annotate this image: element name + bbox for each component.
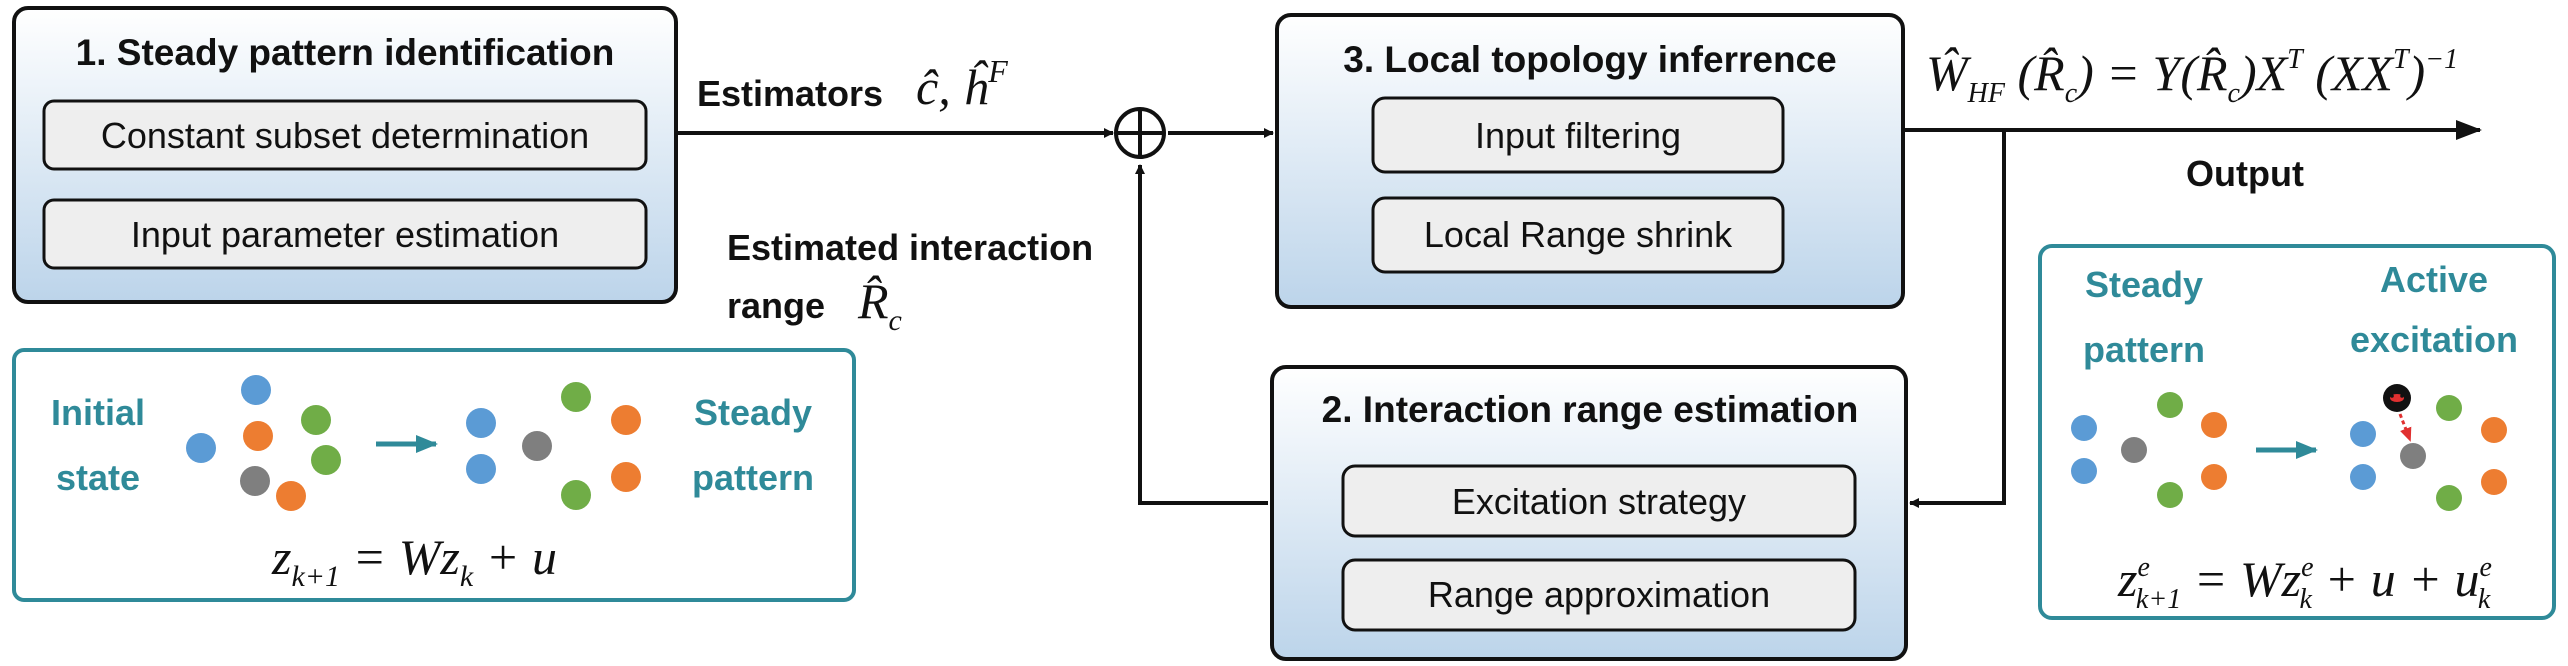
range-math: R̂c: [857, 273, 902, 337]
box2-item-excitation-strategy: Excitation strategy: [1341, 464, 1857, 538]
box1-item-input-parameter: Input parameter estimation: [42, 198, 648, 270]
steady-pattern-nodes: [2071, 392, 2227, 508]
output-label: Output: [2186, 153, 2304, 194]
estimators-math: ĉ, ĥF: [916, 53, 1008, 115]
node-icon: [2436, 395, 2462, 421]
active-excitation-nodes: [2350, 395, 2507, 511]
node-icon: [2350, 464, 2376, 490]
box2-item-label: Range approximation: [1428, 574, 1770, 615]
node-icon: [561, 480, 591, 510]
box-interaction-range-estimation: 2. Interaction range estimation Excitati…: [1270, 365, 1908, 661]
arrow-box2-to-sum: [1135, 164, 1268, 505]
node-icon: [240, 466, 270, 496]
red-bug-icon: [2383, 384, 2411, 412]
interaction-label-line2: range: [727, 285, 825, 326]
box2-item-label: Excitation strategy: [1452, 481, 1746, 522]
sum-node-icon: [1114, 107, 1166, 159]
node-icon: [2157, 482, 2183, 508]
box3-item-local-range-shrink: Local Range shrink: [1371, 196, 1785, 274]
interaction-label-line1: Estimated interaction: [727, 227, 1093, 268]
node-icon: [2121, 437, 2147, 463]
node-icon: [2071, 458, 2097, 484]
box2-title: 2. Interaction range estimation: [1322, 389, 1859, 430]
node-icon: [611, 405, 641, 435]
node-icon: [311, 445, 341, 475]
node-icon: [2400, 443, 2426, 469]
node-icon: [2157, 392, 2183, 418]
estimators-label: Estimators: [697, 73, 883, 114]
box1-item-constant-subset: Constant subset determination: [42, 99, 648, 171]
box3-item-label: Input filtering: [1475, 115, 1681, 156]
initial-label-line2: state: [56, 457, 140, 498]
node-icon: [522, 431, 552, 461]
node-icon: [466, 408, 496, 438]
node-icon: [2201, 464, 2227, 490]
steady-label-line2: pattern: [2083, 329, 2205, 370]
node-icon: [2481, 417, 2507, 443]
box3-title: 3. Local topology inferrence: [1343, 39, 1836, 80]
node-icon: [2201, 412, 2227, 438]
active-label-line1: Active: [2380, 259, 2488, 300]
steady-label-line1: Steady: [694, 392, 812, 433]
output-formula: ŴHF (R̂c) = Y(R̂c)XT (XXT)−1: [1926, 44, 2458, 109]
box1-item-label: Input parameter estimation: [131, 214, 559, 255]
inset-initial-to-steady: Initial state Steady pattern zk+1 = Wzk …: [12, 348, 856, 602]
connectors: [676, 120, 2482, 508]
node-icon: [276, 481, 306, 511]
inset-steady-to-excitation: Steady pattern Active excitation: [2038, 244, 2556, 620]
initial-label-line1: Initial: [51, 392, 145, 433]
box3-item-label: Local Range shrink: [1424, 214, 1733, 255]
box-local-topology-inference: 3. Local topology inferrence Input filte…: [1275, 13, 1905, 309]
node-icon: [243, 421, 273, 451]
steady-pattern-nodes: [466, 382, 641, 510]
excitation-arrow: [2398, 413, 2412, 442]
box1-title: 1. Steady pattern identification: [76, 32, 615, 73]
node-icon: [241, 375, 271, 405]
node-icon: [2436, 485, 2462, 511]
steady-label-line2: pattern: [692, 457, 814, 498]
node-icon: [2350, 421, 2376, 447]
box1-item-label: Constant subset determination: [101, 115, 589, 156]
arrow-output-to-box2: [1909, 130, 2006, 508]
node-icon: [611, 462, 641, 492]
initial-state-nodes: [186, 375, 341, 511]
active-label-line2: excitation: [2350, 319, 2518, 360]
box-steady-pattern-identification: 1. Steady pattern identification Constan…: [12, 6, 678, 304]
box3-item-input-filtering: Input filtering: [1371, 96, 1785, 174]
node-icon: [2071, 415, 2097, 441]
box2-item-range-approximation: Range approximation: [1341, 558, 1857, 632]
node-icon: [186, 433, 216, 463]
steady-label-line1: Steady: [2085, 264, 2203, 305]
steady-equation: zk+1 = Wzk + u: [271, 529, 557, 593]
node-icon: [2481, 469, 2507, 495]
node-icon: [301, 405, 331, 435]
node-icon: [561, 382, 591, 412]
node-icon: [466, 454, 496, 484]
